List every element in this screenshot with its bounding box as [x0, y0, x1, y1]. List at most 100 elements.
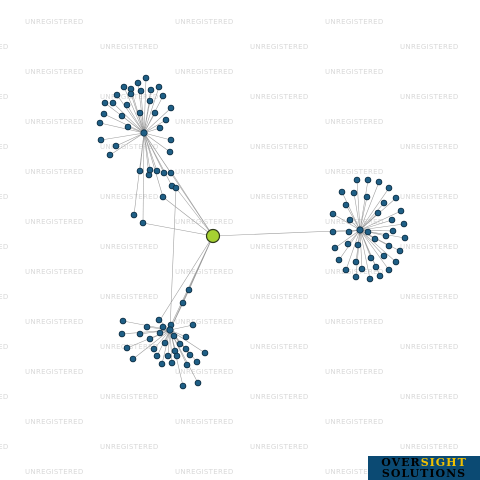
leaf-node[interactable]: [136, 167, 144, 175]
leaf-node[interactable]: [100, 110, 108, 118]
leaf-node[interactable]: [352, 258, 360, 266]
leaf-node[interactable]: [142, 74, 150, 82]
leaf-node[interactable]: [352, 273, 360, 281]
leaf-node[interactable]: [201, 349, 209, 357]
leaf-node[interactable]: [176, 340, 184, 348]
leaf-node[interactable]: [380, 252, 388, 260]
center-entity-node[interactable]: [205, 228, 221, 244]
leaf-node[interactable]: [155, 316, 163, 324]
leaf-node[interactable]: [127, 90, 135, 98]
hub-bottom-left[interactable]: [166, 326, 174, 334]
leaf-node[interactable]: [159, 323, 167, 331]
leaf-node[interactable]: [161, 339, 169, 347]
leaf-node[interactable]: [173, 352, 181, 360]
leaf-node[interactable]: [155, 83, 163, 91]
leaf-node[interactable]: [376, 272, 384, 280]
leaf-node[interactable]: [338, 188, 346, 196]
leaf-node[interactable]: [400, 220, 408, 228]
leaf-node[interactable]: [189, 321, 197, 329]
leaf-node[interactable]: [179, 382, 187, 390]
leaf-node[interactable]: [335, 256, 343, 264]
leaf-node[interactable]: [372, 263, 380, 271]
leaf-node[interactable]: [167, 104, 175, 112]
hub-right[interactable]: [356, 226, 364, 234]
leaf-node[interactable]: [112, 142, 120, 150]
leaf-node[interactable]: [344, 240, 352, 248]
leaf-node[interactable]: [153, 352, 161, 360]
leaf-node[interactable]: [158, 360, 166, 368]
leaf-node[interactable]: [380, 199, 388, 207]
leaf-node[interactable]: [109, 99, 117, 107]
leaf-node[interactable]: [167, 169, 175, 177]
leaf-node[interactable]: [385, 266, 393, 274]
hub-top-left[interactable]: [140, 129, 148, 137]
connector-node[interactable]: [179, 299, 187, 307]
leaf-node[interactable]: [345, 228, 353, 236]
leaf-node[interactable]: [159, 193, 167, 201]
leaf-node[interactable]: [136, 330, 144, 338]
leaf-node[interactable]: [101, 99, 109, 107]
leaf-node[interactable]: [342, 201, 350, 209]
leaf-node[interactable]: [166, 148, 174, 156]
leaf-node[interactable]: [375, 178, 383, 186]
leaf-node[interactable]: [168, 359, 176, 367]
leaf-node[interactable]: [363, 193, 371, 201]
leaf-node[interactable]: [120, 83, 128, 91]
leaf-node[interactable]: [354, 241, 362, 249]
leaf-node[interactable]: [118, 112, 126, 120]
leaf-node[interactable]: [119, 317, 127, 325]
leaf-node[interactable]: [123, 344, 131, 352]
leaf-node[interactable]: [124, 123, 132, 131]
leaf-node[interactable]: [96, 119, 104, 127]
leaf-node[interactable]: [143, 323, 151, 331]
leaf-node[interactable]: [371, 235, 379, 243]
leaf-node[interactable]: [401, 234, 409, 242]
connector-node[interactable]: [172, 184, 180, 192]
leaf-node[interactable]: [182, 333, 190, 341]
leaf-node[interactable]: [139, 219, 147, 227]
leaf-node[interactable]: [392, 258, 400, 266]
leaf-node[interactable]: [182, 345, 190, 353]
leaf-node[interactable]: [364, 176, 372, 184]
leaf-node[interactable]: [353, 176, 361, 184]
leaf-node[interactable]: [129, 355, 137, 363]
leaf-node[interactable]: [186, 351, 194, 359]
leaf-node[interactable]: [329, 210, 337, 218]
leaf-node[interactable]: [164, 352, 172, 360]
leaf-node[interactable]: [170, 332, 178, 340]
leaf-node[interactable]: [130, 211, 138, 219]
leaf-node[interactable]: [397, 207, 405, 215]
leaf-node[interactable]: [346, 216, 354, 224]
leaf-node[interactable]: [331, 244, 339, 252]
leaf-node[interactable]: [329, 228, 337, 236]
leaf-node[interactable]: [385, 184, 393, 192]
leaf-node[interactable]: [194, 379, 202, 387]
leaf-node[interactable]: [385, 242, 393, 250]
leaf-node[interactable]: [366, 275, 374, 283]
leaf-node[interactable]: [123, 101, 131, 109]
leaf-node[interactable]: [146, 335, 154, 343]
leaf-node[interactable]: [350, 189, 358, 197]
leaf-node[interactable]: [388, 216, 396, 224]
leaf-node[interactable]: [146, 97, 154, 105]
leaf-node[interactable]: [358, 265, 366, 273]
leaf-node[interactable]: [146, 166, 154, 174]
leaf-node[interactable]: [118, 330, 126, 338]
leaf-node[interactable]: [374, 209, 382, 217]
leaf-node[interactable]: [156, 124, 164, 132]
leaf-node[interactable]: [396, 247, 404, 255]
leaf-node[interactable]: [382, 232, 390, 240]
leaf-node[interactable]: [167, 136, 175, 144]
leaf-node[interactable]: [183, 361, 191, 369]
leaf-node[interactable]: [151, 109, 159, 117]
leaf-node[interactable]: [137, 87, 145, 95]
leaf-node[interactable]: [364, 228, 372, 236]
leaf-node[interactable]: [389, 227, 397, 235]
leaf-node[interactable]: [342, 266, 350, 274]
leaf-node[interactable]: [162, 116, 170, 124]
leaf-node[interactable]: [136, 109, 144, 117]
leaf-node[interactable]: [153, 167, 161, 175]
leaf-node[interactable]: [134, 79, 142, 87]
leaf-node[interactable]: [97, 136, 105, 144]
leaf-node[interactable]: [150, 345, 158, 353]
